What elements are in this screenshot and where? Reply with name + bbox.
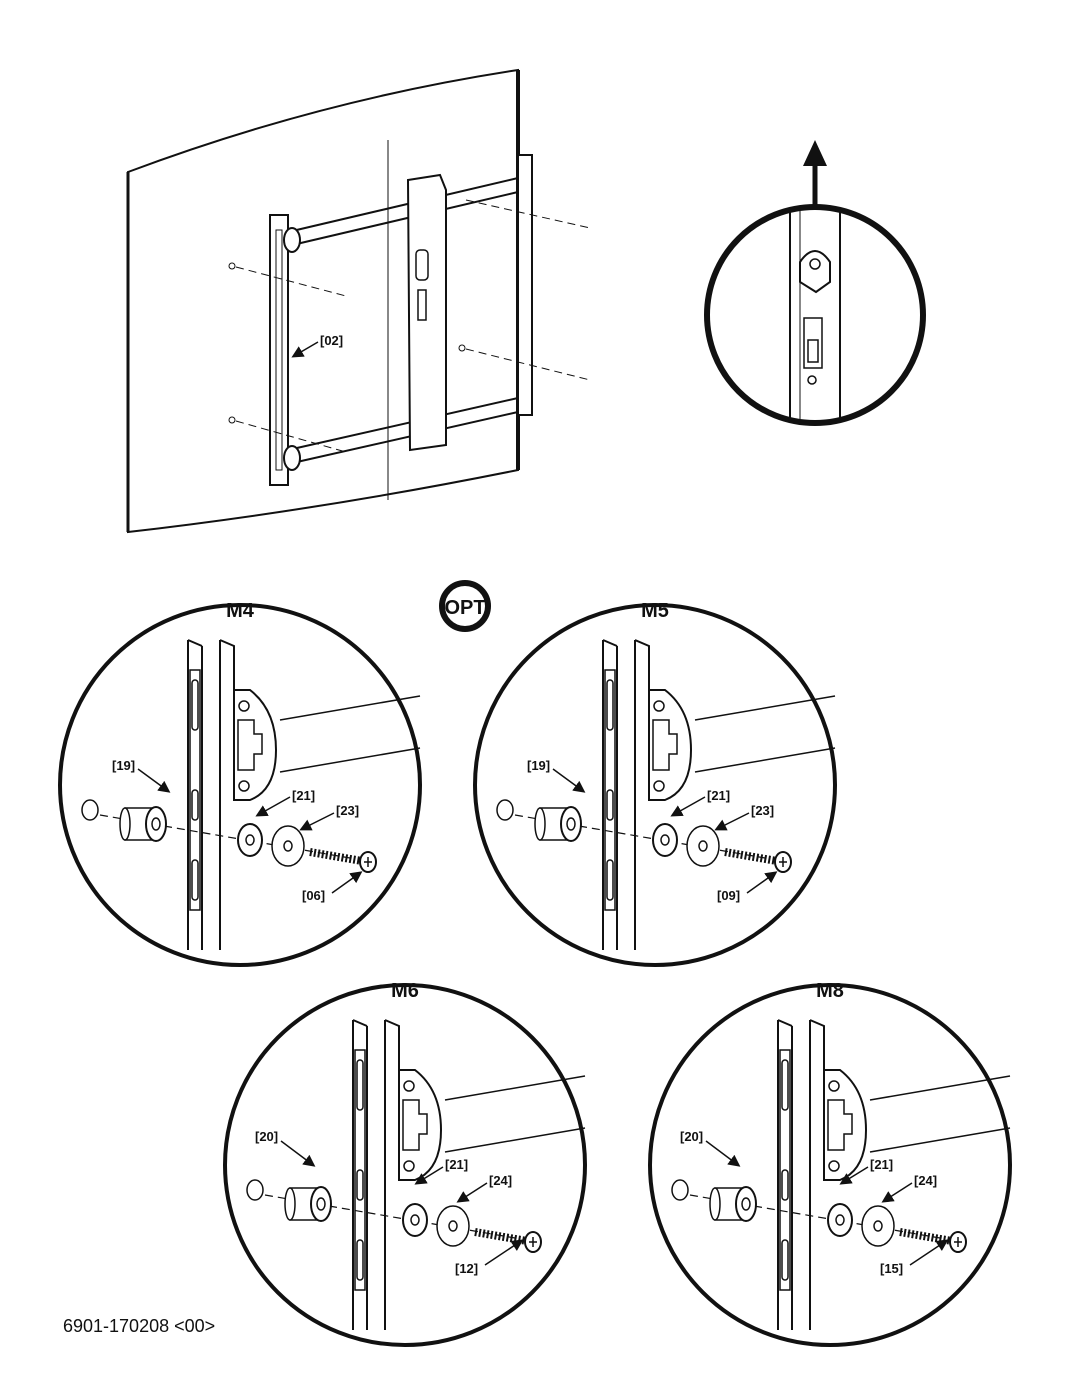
svg-text:[21]: [21]	[292, 788, 315, 803]
svg-text:[20]: [20]	[680, 1129, 703, 1144]
detail-m5: M5 [19] [21] [23] [09]	[473, 600, 835, 967]
svg-text:[12]: [12]	[455, 1261, 478, 1276]
svg-text:M8: M8	[816, 980, 844, 1002]
svg-text:[20]: [20]	[255, 1129, 278, 1144]
svg-text:M5: M5	[641, 600, 669, 622]
tv-overview: [02]	[126, 68, 591, 534]
svg-text:[23]: [23]	[336, 803, 359, 818]
hook-zoom-detail	[704, 140, 926, 426]
svg-text:OPT: OPT	[444, 597, 485, 619]
detail-m6: M6 [20] [21] [24] [12]	[223, 980, 585, 1347]
detail-m4: M4 [19] [21] [23] [06]	[58, 600, 420, 967]
svg-text:[15]: [15]	[880, 1261, 903, 1276]
bracket-label: [02]	[320, 333, 343, 348]
svg-text:[21]: [21]	[870, 1157, 893, 1172]
svg-text:M6: M6	[391, 980, 419, 1002]
svg-text:M4: M4	[226, 600, 255, 622]
svg-text:[21]: [21]	[445, 1157, 468, 1172]
svg-text:[19]: [19]	[527, 758, 550, 773]
svg-text:[21]: [21]	[707, 788, 730, 803]
svg-text:[09]: [09]	[717, 888, 740, 903]
document-code: 6901-170208 <00>	[63, 1316, 216, 1336]
svg-text:[06]: [06]	[302, 888, 325, 903]
detail-m8: M8 [20] [21] [24] [15]	[648, 980, 1010, 1347]
svg-text:[23]: [23]	[751, 803, 774, 818]
svg-text:[24]: [24]	[489, 1173, 512, 1188]
svg-text:[24]: [24]	[914, 1173, 937, 1188]
svg-text:[19]: [19]	[112, 758, 135, 773]
opt-badge: OPT	[439, 580, 491, 632]
